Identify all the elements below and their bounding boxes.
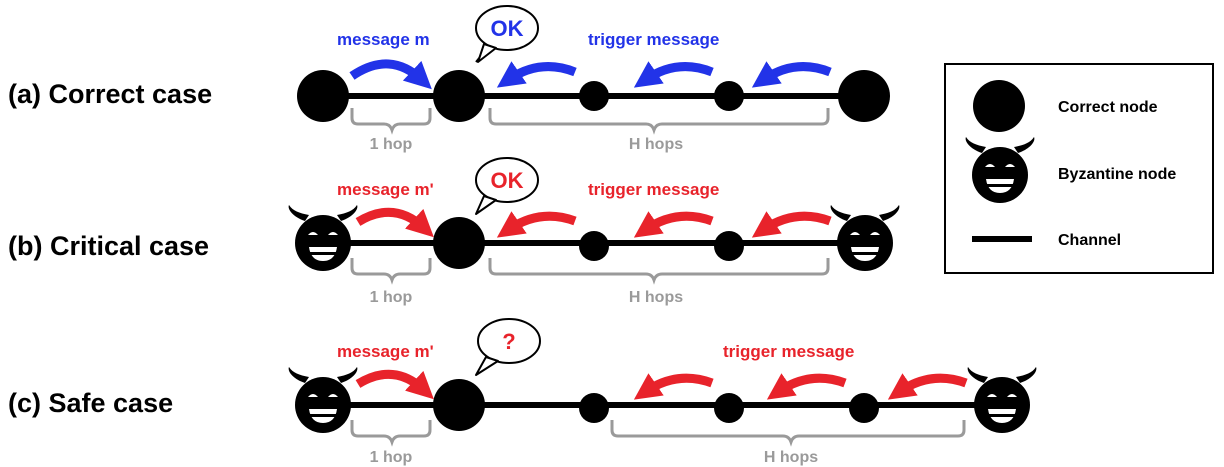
case-c: (c) Safe case message m' trigger message… <box>8 318 1037 466</box>
case-b-one-hop-brace <box>350 258 432 285</box>
case-b-h-hops-label: H hops <box>629 289 683 306</box>
case-a-speech-text: OK <box>491 16 524 41</box>
case-b-relay-node-1 <box>579 231 609 261</box>
case-a-arrow-trigger-3 <box>751 61 832 88</box>
case-c-relay-node-2 <box>714 393 744 423</box>
case-b-title: (b) Critical case <box>8 231 209 261</box>
case-b-relay-node-2 <box>714 231 744 261</box>
legend-correct-node-label: Correct node <box>1058 99 1158 116</box>
case-b-h-hops-brace <box>488 258 830 285</box>
case-c-byzantine-node-right <box>967 367 1037 433</box>
case-c-right-message: trigger message <box>723 342 854 361</box>
case-c-relay-node-1 <box>579 393 609 423</box>
case-c-left-message: message m' <box>337 342 434 361</box>
case-b-arrow-trigger-2 <box>633 211 714 238</box>
legend-byzantine-node-label: Byzantine node <box>1058 166 1176 183</box>
case-b-speech-text: OK <box>491 168 524 193</box>
case-b-byzantine-node-right <box>830 205 900 271</box>
case-a-correct-node-left <box>297 70 349 122</box>
case-b-left-message: message m' <box>337 180 434 199</box>
case-a-relay-node-1 <box>579 81 609 111</box>
case-c-arrow-trigger-2 <box>766 373 847 400</box>
case-a-one-hop-brace <box>350 108 432 135</box>
case-a-one-hop-label: 1 hop <box>370 136 413 153</box>
case-c-one-hop-label: 1 hop <box>370 449 413 466</box>
case-b: (b) Critical case message m' trigger mes… <box>8 157 900 306</box>
case-b-byzantine-node-left <box>288 205 358 271</box>
case-a-correct-node-receiver <box>433 70 485 122</box>
case-a: (a) Correct case message m trigger messa… <box>8 5 890 153</box>
case-c-byzantine-node-left <box>288 367 358 433</box>
legend-channel-icon <box>972 236 1032 242</box>
case-c-arrow-message <box>355 369 434 400</box>
case-a-arrow-trigger-2 <box>633 61 714 88</box>
case-a-arrow-message <box>349 59 432 90</box>
case-c-correct-node-receiver <box>433 379 485 431</box>
case-c-h-hops-brace <box>610 420 966 447</box>
legend: Correct node Byzantine node Channel <box>944 63 1214 274</box>
case-a-left-message: message m <box>337 30 430 49</box>
case-a-correct-node-right <box>838 70 890 122</box>
case-b-correct-node-receiver <box>433 217 485 269</box>
case-a-relay-node-2 <box>714 81 744 111</box>
case-c-h-hops-label: H hops <box>764 449 818 466</box>
case-b-arrow-trigger-3 <box>751 211 832 238</box>
case-b-arrow-message <box>355 207 434 238</box>
case-a-title: (a) Correct case <box>8 79 212 109</box>
case-b-speech-bubble: OK <box>475 157 539 215</box>
case-c-arrow-trigger-1 <box>633 373 714 400</box>
case-b-arrow-trigger-1 <box>496 211 577 238</box>
case-a-arrow-trigger-1 <box>496 61 577 88</box>
case-c-speech-bubble: ? <box>475 318 541 376</box>
case-c-one-hop-brace <box>350 420 432 447</box>
case-a-h-hops-brace <box>488 108 830 135</box>
case-a-h-hops-label: H hops <box>629 136 683 153</box>
case-c-arrow-trigger-3 <box>887 373 968 400</box>
case-c-speech-text: ? <box>502 329 515 354</box>
case-a-right-message: trigger message <box>588 30 719 49</box>
case-c-relay-node-3 <box>849 393 879 423</box>
case-b-one-hop-label: 1 hop <box>370 289 413 306</box>
case-c-title: (c) Safe case <box>8 388 173 418</box>
case-b-right-message: trigger message <box>588 180 719 199</box>
case-c-channel <box>322 402 1002 408</box>
case-a-speech-bubble: OK <box>475 5 539 63</box>
legend-correct-node-icon <box>973 80 1025 132</box>
legend-channel-label: Channel <box>1058 232 1121 249</box>
